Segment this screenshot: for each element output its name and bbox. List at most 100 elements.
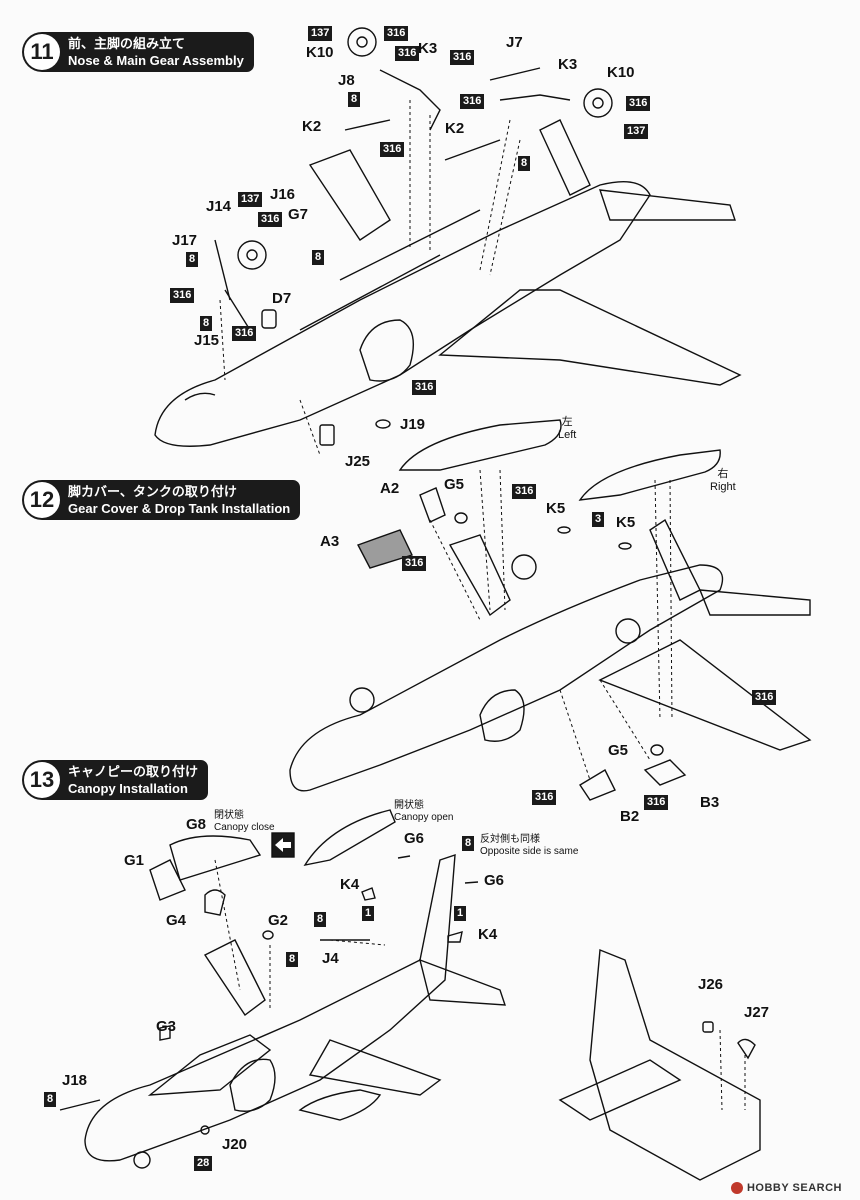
opposite-en: Opposite side is same xyxy=(480,846,579,857)
part-label: G6 xyxy=(484,872,505,889)
part-label: B3 xyxy=(700,794,720,811)
part-badge: 316 xyxy=(752,690,777,705)
part-badge: 137 xyxy=(624,124,649,139)
part-badge: 28 xyxy=(194,1156,213,1171)
part-label: G4 xyxy=(166,912,187,929)
part-badge: 316 xyxy=(395,46,420,61)
part-label: K4 xyxy=(478,926,498,943)
part-label: K4 xyxy=(340,876,360,893)
step-title-jp: キャノピーの取り付け xyxy=(68,764,199,779)
part-label: K10 xyxy=(607,64,635,81)
part-badge: 316 xyxy=(460,94,485,109)
leader-lines-step13 xyxy=(214,859,746,1111)
closed-en: Canopy close xyxy=(214,822,275,833)
aircraft-step12 xyxy=(289,419,812,801)
aircraft-step11 xyxy=(154,119,742,447)
aircraft-step13 xyxy=(59,809,761,1181)
part-label: K5 xyxy=(546,500,566,517)
part-badge: 316 xyxy=(380,142,405,157)
part-label: J18 xyxy=(62,1072,88,1089)
part-label: G5 xyxy=(608,742,629,759)
part-badge: 1 xyxy=(362,906,375,921)
part-badge: 316 xyxy=(232,326,257,341)
part-badge: 8 xyxy=(200,316,213,331)
part-label: J27 xyxy=(744,1004,770,1021)
part-badge: 8 xyxy=(44,1092,57,1107)
part-badge: 8 xyxy=(348,92,361,107)
part-label: G2 xyxy=(268,912,289,929)
part-label: J15 xyxy=(194,332,220,349)
part-label: G3 xyxy=(156,1018,177,1035)
part-label: G8 xyxy=(186,816,207,833)
part-label: K2 xyxy=(302,118,322,135)
step-number: 13 xyxy=(24,762,60,798)
leader-lines-step11 xyxy=(219,100,521,456)
part-label: K2 xyxy=(445,120,465,137)
part-badge: 316 xyxy=(258,212,283,227)
part-badge: 8 xyxy=(314,912,327,927)
part-badge: 316 xyxy=(512,484,537,499)
part-badge: 8 xyxy=(462,836,475,851)
step-title-en: Canopy Installation xyxy=(68,781,188,796)
part-label: J16 xyxy=(270,186,296,203)
step-number: 12 xyxy=(24,482,60,518)
part-label: G1 xyxy=(124,852,145,869)
part-badge: 316 xyxy=(412,380,437,395)
gear-parts-step11 xyxy=(214,27,613,446)
open-en: Canopy open xyxy=(394,812,454,823)
part-badge: 137 xyxy=(308,26,333,41)
left-jp: 左 xyxy=(561,416,573,428)
leader-lines-step12 xyxy=(429,469,673,781)
part-label: J7 xyxy=(506,34,523,51)
left-en: Left xyxy=(558,429,577,441)
part-badge: 8 xyxy=(312,250,325,265)
part-label: J25 xyxy=(345,453,371,470)
part-label: J8 xyxy=(338,72,355,89)
opposite-jp: 反対側も同様 xyxy=(480,834,540,845)
part-badge: 1 xyxy=(454,906,467,921)
part-label: G6 xyxy=(404,830,425,847)
part-label: K3 xyxy=(558,56,578,73)
open-jp: 開状態 xyxy=(394,800,424,811)
part-label: G7 xyxy=(288,206,309,223)
step-title-en: Gear Cover & Drop Tank Installation xyxy=(68,501,291,516)
part-badge: 316 xyxy=(450,50,475,65)
watermark-text: HOBBY SEARCH xyxy=(746,1182,842,1194)
part-label: G5 xyxy=(444,476,465,493)
swap-arrow-icon xyxy=(275,838,291,852)
step-number: 11 xyxy=(24,34,60,70)
step-title-en: Nose & Main Gear Assembly xyxy=(68,53,244,68)
closed-jp: 閉状態 xyxy=(214,810,244,821)
part-label: K3 xyxy=(418,40,438,57)
part-label: J14 xyxy=(206,198,232,215)
part-badge: 316 xyxy=(170,288,195,303)
part-label: K5 xyxy=(616,514,636,531)
part-badge: 316 xyxy=(402,556,427,571)
part-label: K10 xyxy=(306,44,334,61)
part-badge: 8 xyxy=(518,156,531,171)
step-title-jp: 前、主脚の組み立て xyxy=(68,36,186,51)
step-title-jp: 脚カバー、タンクの取り付け xyxy=(68,484,237,499)
part-label: A2 xyxy=(380,480,400,497)
part-label: J20 xyxy=(222,1136,248,1153)
part-badge: 3 xyxy=(592,512,605,527)
step-12-header: 12 脚カバー、タンクの取り付け Gear Cover & Drop Tank I… xyxy=(22,480,301,520)
hobby-search-logo-icon xyxy=(730,1182,743,1194)
part-badge: 316 xyxy=(384,26,409,41)
part-badge: 316 xyxy=(626,96,651,111)
part-label: D7 xyxy=(272,290,292,307)
right-jp: 右 xyxy=(717,468,729,480)
part-badge: 8 xyxy=(186,252,199,267)
part-label: J26 xyxy=(698,976,724,993)
part-label: A3 xyxy=(320,533,340,550)
part-badge: 137 xyxy=(238,192,263,207)
part-label: J19 xyxy=(400,416,426,433)
part-badge: 316 xyxy=(644,795,669,810)
part-label: J17 xyxy=(172,232,198,249)
